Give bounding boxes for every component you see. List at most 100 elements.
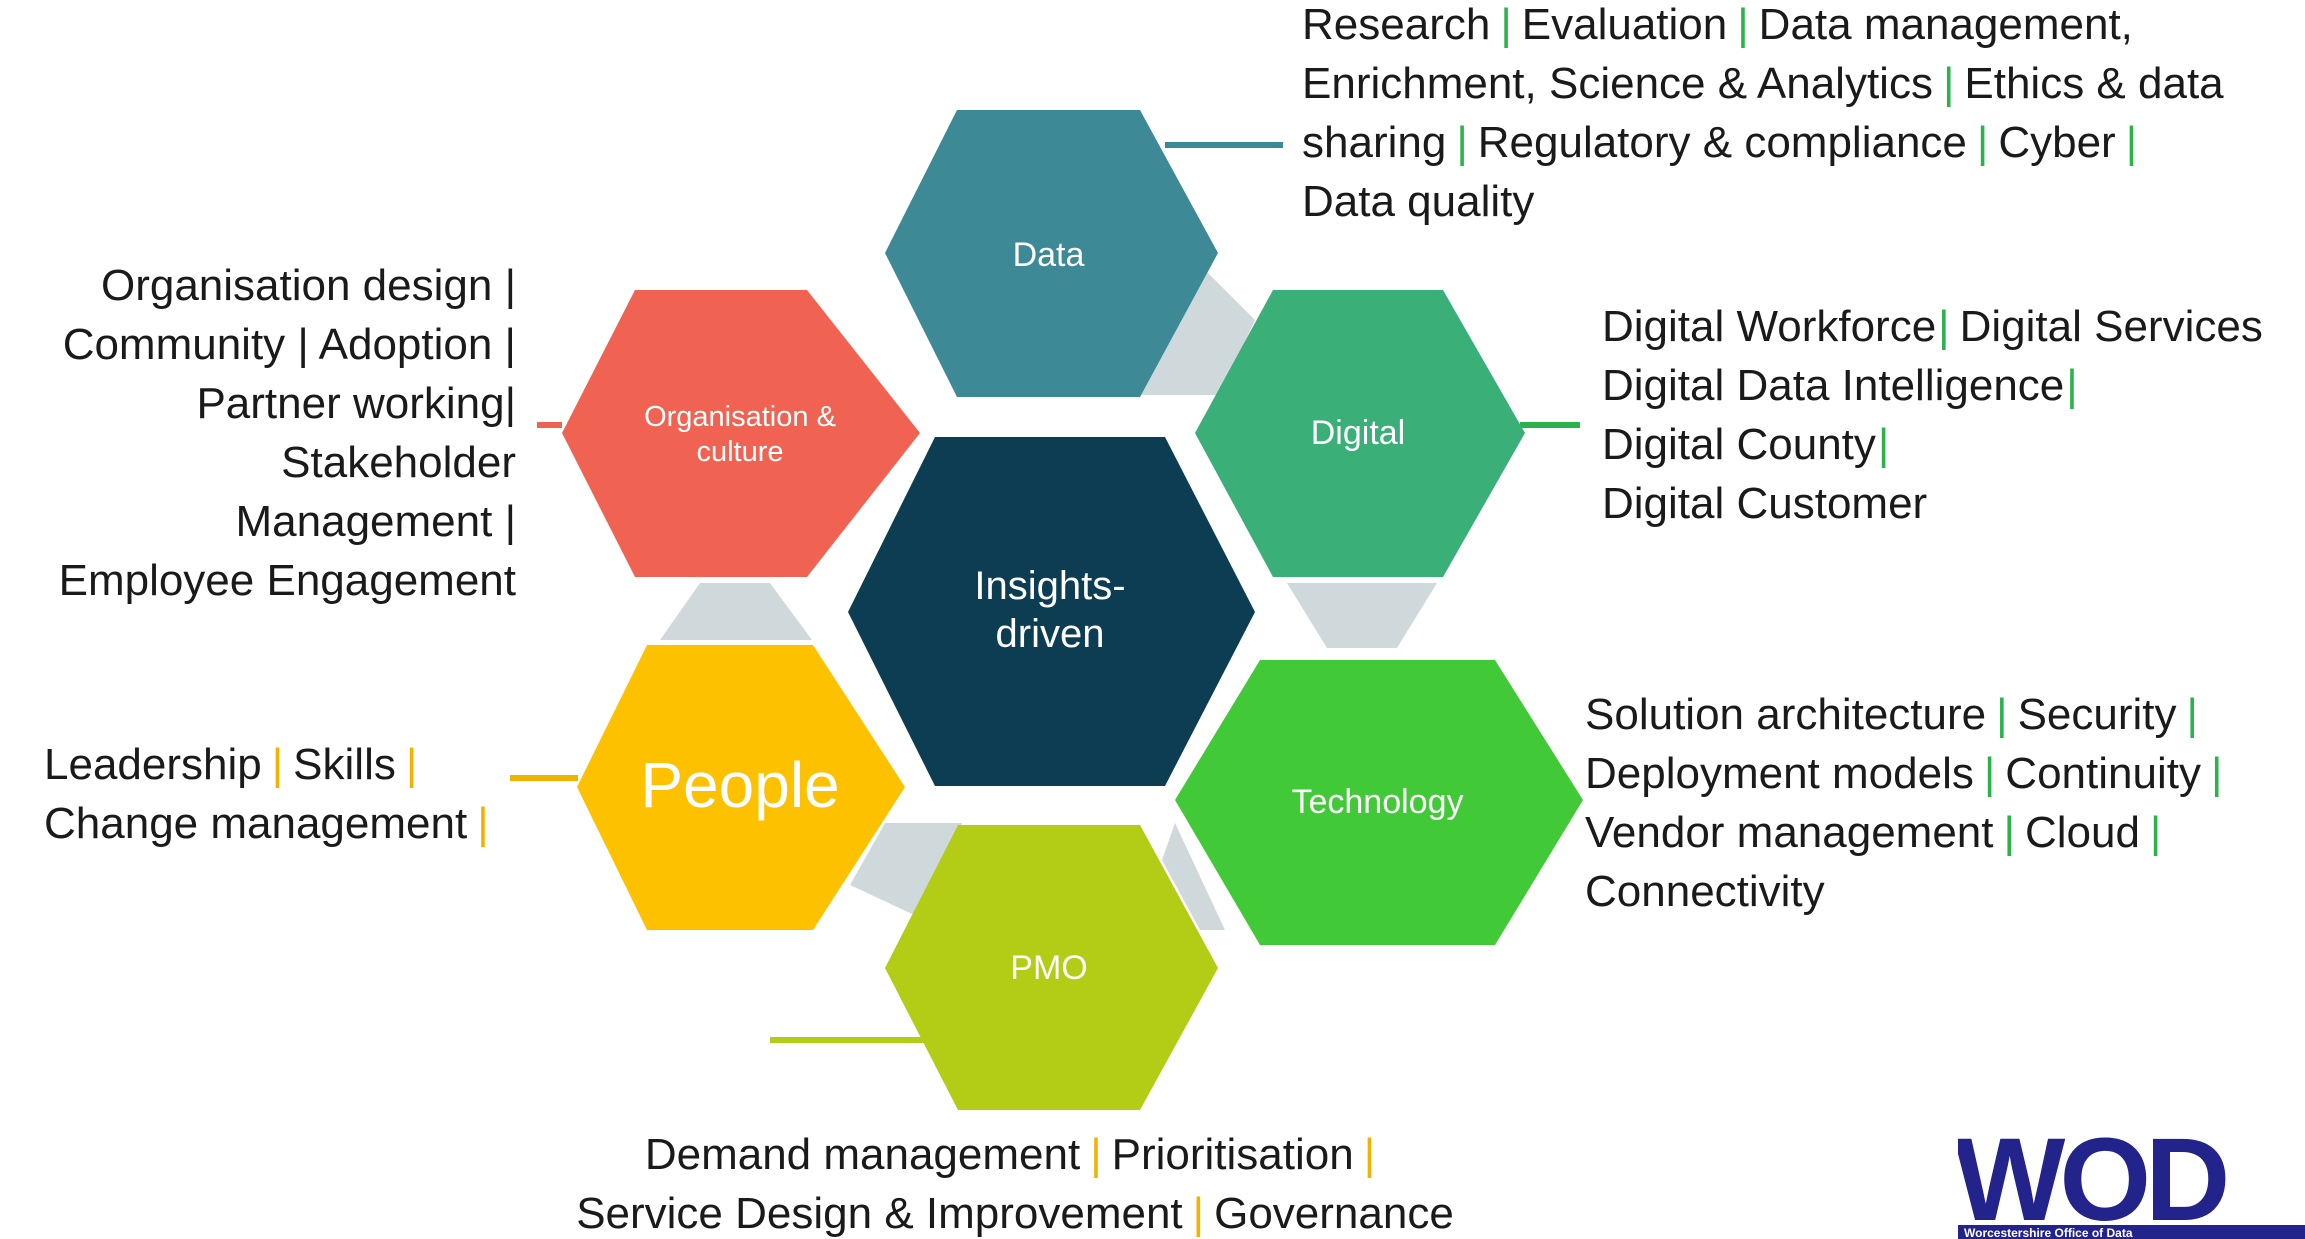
data-description-line: Enrichment, Science & Analytics|Ethics &… [1302, 54, 2224, 113]
pmo-item: Demand management [644, 1130, 1081, 1179]
hexagon-digital-label: Digital [1273, 403, 1443, 463]
people-description-line: Change management| [44, 794, 499, 853]
center-label-line2: driven [995, 612, 1105, 656]
data-item: sharing [1302, 118, 1447, 167]
separator: | [1456, 118, 1468, 167]
connector-org-people [660, 583, 812, 640]
people-label-text: People [640, 748, 840, 821]
org-description: Organisation design | Community | Adopti… [0, 256, 516, 610]
people-item: Change management [44, 799, 468, 848]
data-description-line: sharing|Regulatory & compliance|Cyber| [1302, 113, 2224, 172]
wod-logo-subtitle: Worcestershire Office of Data [1964, 1226, 2133, 1239]
hexagon-data-label: Data [957, 225, 1140, 285]
org-description-line: Organisation design | [100, 261, 516, 310]
technology-description: Solution architecture|Security| Deployme… [1585, 685, 2232, 921]
hexagon-org [562, 290, 920, 577]
hexagon-people [577, 645, 905, 930]
separator: | [2149, 808, 2162, 857]
technology-item: Continuity [2005, 749, 2201, 798]
separator: | [1090, 1130, 1102, 1179]
pmo-description: Demand management|Prioritisation| Servic… [540, 1125, 1490, 1239]
people-item: Leadership [44, 740, 262, 789]
org-description-line: Partner working| [196, 379, 516, 428]
separator: | [1877, 420, 1890, 469]
separator: | [2125, 118, 2138, 167]
wod-logo: WOD Worcestershire Office of Data [1958, 1125, 2305, 1239]
digital-item: Digital County [1602, 420, 1876, 469]
hexagon-org-label: Organisation & culture [620, 390, 860, 480]
wod-logo-graphic: WOD Worcestershire Office of Data [1958, 1125, 2305, 1239]
technology-label-text: Technology [1291, 782, 1464, 821]
technology-item: Connectivity [1585, 867, 1825, 916]
separator: | [1942, 59, 1955, 108]
separator: | [1363, 1130, 1376, 1179]
separator: | [1737, 0, 1749, 49]
separator: | [271, 740, 284, 789]
digital-description: Digital Workforce|Digital Services Digit… [1602, 297, 2263, 533]
hexagon-center-label: Insights- driven [935, 555, 1165, 665]
pmo-item: Prioritisation [1111, 1130, 1354, 1179]
separator: | [2186, 690, 2198, 739]
hexagon-pmo-label: PMO [958, 938, 1140, 998]
digital-description-line: Digital Workforce|Digital Services [1602, 297, 2263, 356]
data-item: Data management, [1758, 0, 2133, 49]
org-description-line: Management | [235, 497, 516, 546]
people-description: Leadership|Skills| Change management| [44, 735, 499, 853]
digital-item: Digital Services [1959, 302, 2263, 351]
people-item: Skills [293, 740, 396, 789]
technology-description-line: Connectivity [1585, 862, 2232, 921]
hexagon-pmo [885, 825, 1218, 1110]
connector-pmo-technology [1162, 823, 1225, 930]
hexagon-data [885, 110, 1218, 397]
data-item: Research [1302, 0, 1491, 49]
data-item: Regulatory & compliance [1477, 118, 1967, 167]
technology-item: Solution architecture [1585, 690, 1987, 739]
data-item: Evaluation [1521, 0, 1728, 49]
org-label-line1: Organisation & [644, 401, 836, 434]
technology-description-line: Deployment models|Continuity| [1585, 744, 2232, 803]
pmo-item: Service Design & Improvement [576, 1189, 1183, 1238]
digital-description-line: Digital County| [1602, 415, 2263, 474]
separator: | [405, 740, 418, 789]
pmo-description-line: Demand management|Prioritisation| [540, 1125, 1490, 1184]
digital-item: Digital Workforce [1602, 302, 1937, 351]
pmo-item: Governance [1214, 1189, 1454, 1238]
data-description-line: Research|Evaluation|Data management, [1302, 0, 2224, 54]
pmo-description-line: Service Design & Improvement|Governance [540, 1184, 1490, 1239]
org-label-line2: culture [696, 436, 784, 468]
separator: | [1983, 749, 1996, 798]
data-item: Cyber [1998, 118, 2116, 167]
separator: | [2066, 361, 2078, 410]
connector-data-digital [1140, 265, 1255, 395]
wod-logo-letters: WOD [1958, 1125, 2226, 1239]
org-description-line: Community | Adoption | [62, 320, 516, 369]
separator: | [1192, 1189, 1205, 1238]
separator: | [1996, 690, 2008, 739]
wod-logo-bar [1958, 1225, 2305, 1239]
separator: | [1500, 0, 1512, 49]
data-item: Ethics & data [1964, 59, 2224, 108]
technology-description-line: Vendor management|Cloud| [1585, 803, 2232, 862]
pmo-label-text: PMO [1010, 948, 1088, 987]
technology-item: Vendor management [1585, 808, 1994, 857]
hexagon-digital [1195, 290, 1525, 577]
data-item: Data quality [1302, 177, 1535, 226]
data-description-line: Data quality [1302, 172, 2224, 231]
connector-digital-technology [1287, 583, 1437, 648]
separator: | [1938, 302, 1950, 351]
data-item: Enrichment, Science & Analytics [1302, 59, 1933, 108]
technology-item: Security [2017, 690, 2177, 739]
digital-description-line: Digital Customer [1602, 474, 2263, 533]
hexagon-technology-label: Technology [1260, 772, 1495, 832]
data-label-text: Data [1012, 235, 1085, 274]
technology-description-line: Solution architecture|Security| [1585, 685, 2232, 744]
separator: | [1976, 118, 1989, 167]
digital-item: Digital Customer [1602, 479, 1928, 528]
people-description-line: Leadership|Skills| [44, 735, 499, 794]
technology-item: Cloud [2024, 808, 2140, 857]
hexagon-center [848, 437, 1255, 786]
center-label-line1: Insights- [974, 564, 1126, 608]
separator: | [2210, 749, 2223, 798]
hexagon-people-label: People [600, 740, 880, 830]
